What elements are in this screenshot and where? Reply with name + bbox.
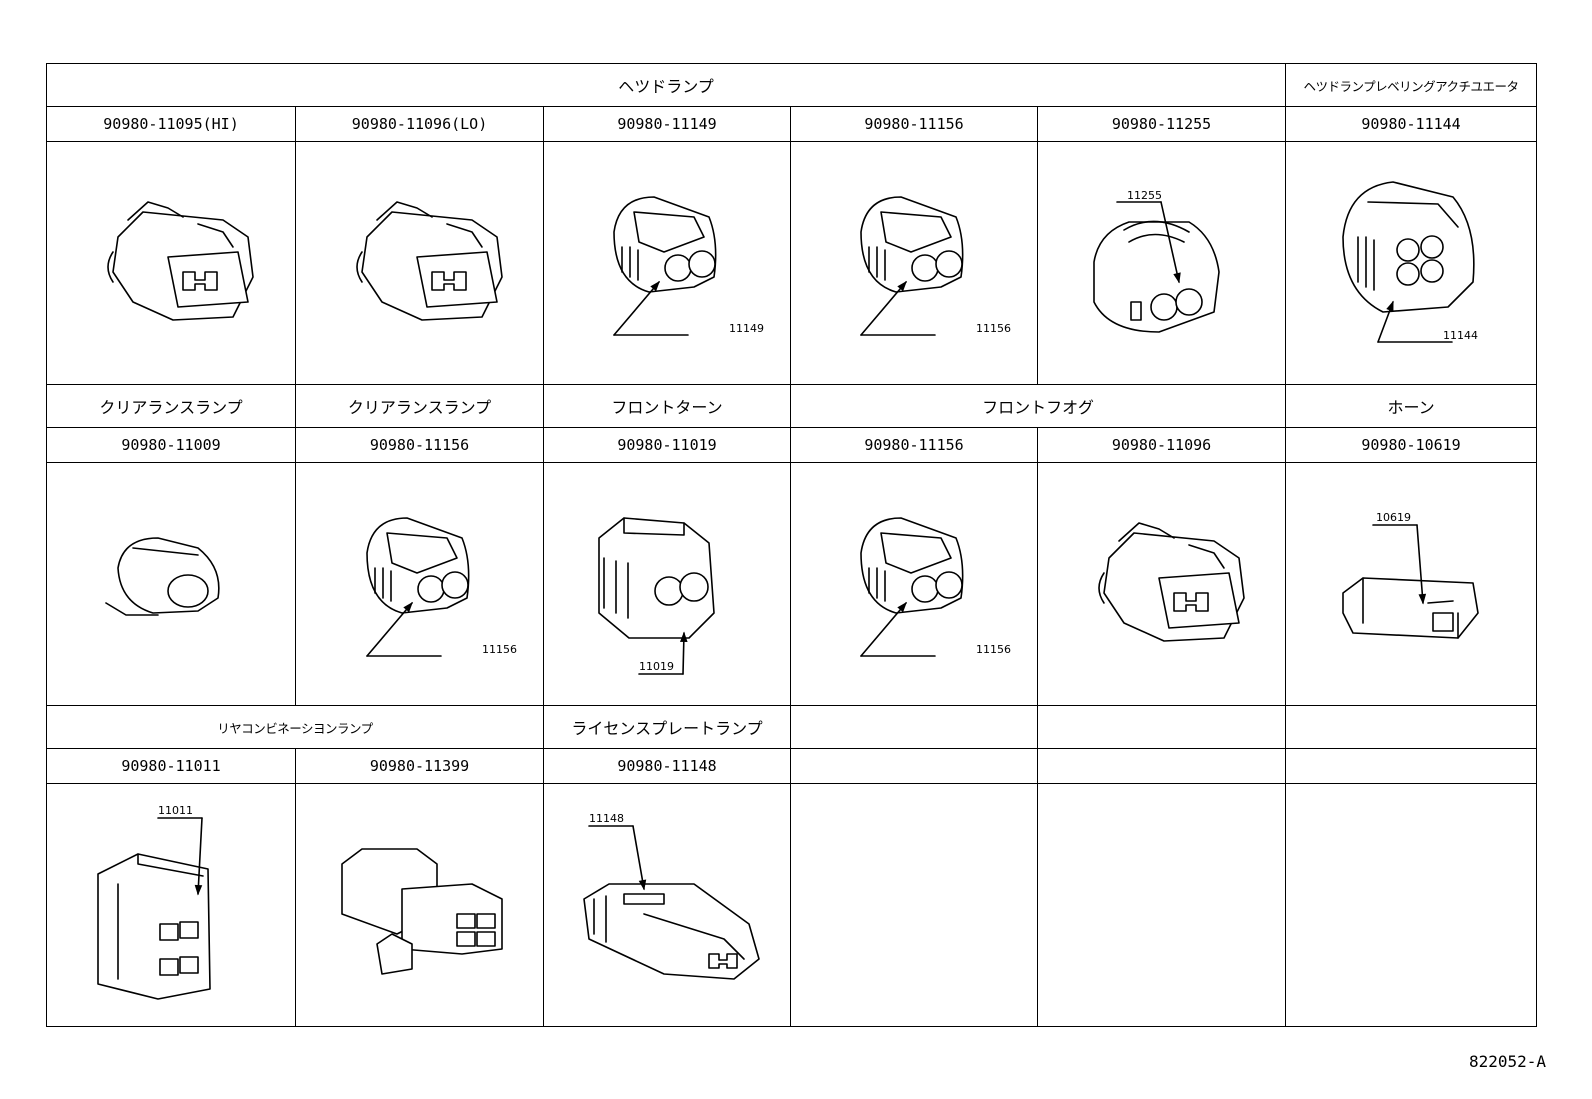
part-number: 90980-11144 [1285, 106, 1538, 142]
connector-drawing-cell: 11156 [295, 462, 544, 706]
callout-label: 10619 [1376, 511, 1411, 524]
part-number-row: 90980-11095(HI)90980-11096(LO)90980-1114… [46, 106, 1538, 142]
header-rear-combination-lamp: リヤコンビネーシヨンランプ [46, 705, 544, 749]
connector-drawing-cell: 11156 [790, 462, 1038, 706]
part-number: 90980-11011 [46, 748, 296, 784]
connector-drawing-cell [295, 141, 544, 385]
part-number: 90980-11096 [1036, 427, 1287, 463]
connector-drawing-cell [790, 783, 1038, 1027]
connector-round-2pin-icon: 11156 [860, 196, 1011, 336]
connector-square-2pin-icon: 11019 [598, 517, 715, 675]
connector-drawing-cell [46, 141, 296, 385]
callout-label: 11255 [1127, 189, 1162, 202]
part-number: 90980-11156 [790, 106, 1038, 142]
part-number [1285, 748, 1538, 784]
callout-label: 11156 [976, 322, 1011, 335]
connector-drawing-cell [1036, 783, 1287, 1027]
connector-round-2pin-icon: 11149 [613, 196, 764, 336]
section-header-row: リヤコンビネーシヨンランプライセンスプレートランプ [46, 705, 1538, 749]
callout-label: 11144 [1443, 329, 1478, 342]
part-number: 90980-11255 [1036, 106, 1287, 142]
part-number: 90980-11156 [295, 427, 544, 463]
part-number: 90980-11149 [543, 106, 791, 142]
part-number: 90980-11096(LO) [295, 106, 544, 142]
connector-drawing-cell: 11019 [543, 462, 791, 706]
connector-drawing-cell: 11148 [543, 783, 791, 1027]
connector-clip-4pin-icon [340, 848, 503, 975]
header-headlamp-leveling-actuator: ヘツドランプレベリングアクチユエータ [1285, 63, 1538, 107]
connector-flat-2pin-icon [107, 201, 254, 321]
header-empty-header-2 [1036, 705, 1287, 749]
header-front-fog: フロントフオグ [789, 384, 1287, 428]
drawing-number: 822052-A [1468, 1052, 1546, 1071]
connector-round-4pin-icon: 11144 [1342, 181, 1478, 343]
connector-horn-1pin-icon: 10619 [1342, 511, 1479, 639]
part-number: 90980-11148 [543, 748, 791, 784]
callout-label: 11149 [729, 322, 764, 335]
connector-flat-2pin-icon [1097, 522, 1245, 642]
drawing-row: 11149 11156 11255 11144 [46, 141, 1538, 385]
connector-drawing-cell: 11149 [543, 141, 791, 385]
callout-label: 11156 [482, 643, 517, 656]
connector-round-2pin-icon: 11156 [365, 517, 517, 657]
drawing-row: 11011 11148 [46, 783, 1538, 1027]
section-header-row: クリアランスランプクリアランスランプフロントターンフロントフオグホーン [46, 384, 1538, 428]
section-header-row: ヘツドランプヘツドランプレベリングアクチユエータ [45, 63, 1538, 107]
connector-drawing-cell: 11144 [1285, 141, 1538, 385]
part-number: 90980-11009 [46, 427, 296, 463]
header-empty-header-1 [790, 705, 1038, 749]
callout-label: 11019 [639, 660, 674, 673]
header-front-turn: フロントターン [543, 384, 791, 428]
connector-round-2pin-icon: 11156 [860, 517, 1011, 657]
connector-flat-2pin-icon [355, 201, 503, 321]
header-license-plate-lamp: ライセンスプレートランプ [543, 705, 791, 749]
connector-drawing-cell [1036, 462, 1287, 706]
connector-round-2pin-b-icon: 11255 [1092, 189, 1220, 333]
connector-drawing-cell [295, 783, 544, 1027]
connector-drawing-cell: 10619 [1285, 462, 1538, 706]
header-clearance-lamp-2: クリアランスランプ [295, 384, 544, 428]
connector-drawing-cell: 11011 [46, 783, 296, 1027]
part-number: 90980-11399 [295, 748, 544, 784]
part-number: 90980-11019 [543, 427, 791, 463]
connector-small-1pin-icon [105, 537, 220, 616]
drawing-row: 11156 11019 11156 10619 [46, 462, 1538, 706]
part-number [790, 748, 1038, 784]
connector-block-4pin-icon: 11011 [97, 804, 211, 1000]
part-number: 90980-11156 [790, 427, 1038, 463]
part-number [1036, 748, 1287, 784]
callout-label: 11011 [158, 804, 193, 817]
header-headlamp: ヘツドランプ [45, 63, 1287, 107]
connector-drawing-cell: 11255 [1036, 141, 1287, 385]
connector-drawing-cell [46, 462, 296, 706]
connector-drawing-cell [1285, 783, 1538, 1027]
connector-drawing-cell: 11156 [790, 141, 1038, 385]
part-number: 90980-10619 [1285, 427, 1538, 463]
part-number: 90980-11095(HI) [46, 106, 296, 142]
callout-label: 11156 [976, 643, 1011, 656]
header-empty-header-3 [1285, 705, 1538, 749]
header-clearance-lamp-1: クリアランスランプ [46, 384, 296, 428]
callout-label: 11148 [589, 812, 624, 825]
connector-long-2pin-icon: 11148 [583, 812, 760, 980]
header-horn: ホーン [1285, 384, 1538, 428]
